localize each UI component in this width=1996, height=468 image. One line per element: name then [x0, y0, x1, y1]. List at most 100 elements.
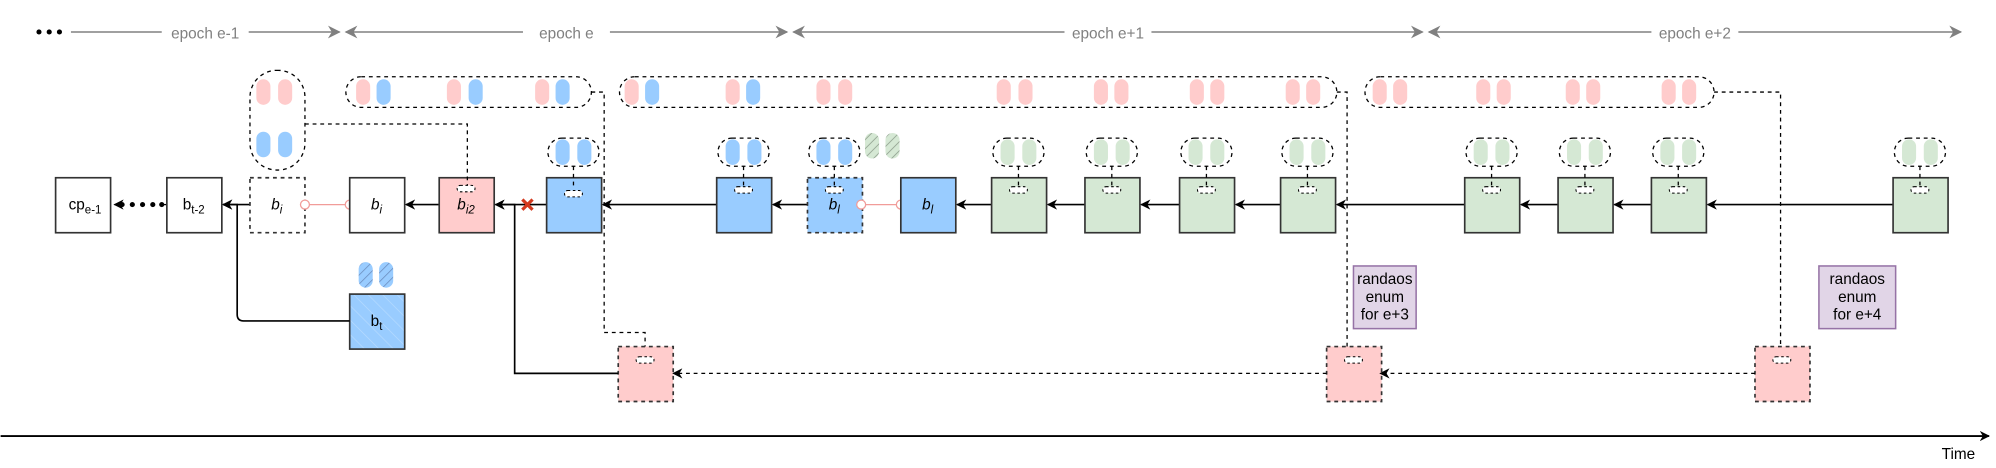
block-label: bl — [829, 197, 841, 217]
attestation-slot — [635, 356, 655, 364]
block-label: bl — [922, 197, 934, 217]
epoch-label: epoch e-1 — [171, 25, 239, 42]
attestation-slot — [1102, 186, 1122, 194]
block-label: bi2 — [457, 197, 475, 217]
block-label: bi — [371, 197, 383, 217]
block-bi — [348, 176, 406, 234]
randao-box-text: randaos — [1830, 271, 1886, 288]
randao-box-text: enum — [1838, 289, 1876, 306]
vote-pill-blue — [555, 79, 570, 105]
randao-box-text: for e+3 — [1361, 307, 1409, 324]
slashing-block — [1754, 345, 1811, 403]
slashing-block — [617, 345, 675, 403]
ellipsis-icon — [46, 29, 52, 35]
block-label-main: b — [183, 197, 192, 214]
block-label-subscript: l — [837, 205, 840, 217]
block-blue — [715, 176, 773, 234]
vote-pill-green — [1588, 139, 1603, 165]
vote-pill-green — [1660, 139, 1675, 165]
vote-pill-green — [1115, 139, 1130, 165]
vote-pill-pink — [1496, 79, 1511, 105]
block-label: cpe-1 — [69, 197, 102, 217]
ellipsis-icon — [119, 202, 125, 208]
vote-pill-green — [1210, 139, 1225, 165]
attestation-slot — [1297, 186, 1317, 194]
attestation-slot — [1196, 186, 1216, 194]
vote-pill-pink — [996, 79, 1011, 105]
attestation-slot — [1344, 356, 1363, 364]
vote-pill-green — [1022, 139, 1037, 165]
vote-pill-pink — [278, 79, 293, 105]
vote-pill-pink — [1093, 79, 1108, 105]
block-bl — [899, 176, 957, 234]
vote-pill-pink — [1661, 79, 1676, 105]
ellipsis-icon — [56, 29, 62, 35]
attestation-slot — [1772, 356, 1792, 364]
vote-pill-pink — [535, 79, 550, 105]
block-blue — [545, 176, 603, 234]
fork-parent-link — [222, 199, 350, 322]
block-green — [1892, 176, 1949, 234]
vote-pill-blue — [278, 131, 293, 158]
vote-pill-pink — [446, 79, 461, 105]
vote-pill-pink — [1114, 79, 1129, 105]
attestation-slot — [1008, 186, 1028, 194]
vote-pill-blue — [577, 139, 592, 165]
epoch-label: epoch e — [539, 25, 594, 42]
epoch-label-bg — [1651, 21, 1739, 43]
block-label-main: b — [371, 197, 380, 214]
vote-pill-pink — [816, 79, 831, 105]
vote-pill-pink — [356, 79, 371, 105]
orphaned-block-bi — [249, 176, 306, 234]
randao-box — [1352, 265, 1417, 330]
vote-pill-green — [1000, 139, 1015, 165]
randao-box-text: for e+4 — [1833, 307, 1882, 324]
vote-pill-blue — [816, 139, 831, 165]
vote-pill-pink — [1476, 79, 1491, 105]
vote-pill-pink — [624, 79, 639, 105]
vote-pill-blue — [555, 139, 570, 165]
epoch-label: epoch e+2 — [1659, 25, 1731, 42]
block-bt-2 — [166, 176, 223, 234]
attestation-link — [1714, 91, 1782, 357]
vote-pill-green — [1093, 139, 1108, 165]
vote-pill-blue — [376, 79, 391, 105]
vote-pill-blue — [746, 79, 761, 105]
slashing-block — [1325, 345, 1383, 403]
vote-pill-green — [1682, 139, 1697, 165]
ellipsis-icon — [150, 202, 156, 208]
vote-pill-pink — [1189, 79, 1204, 105]
randao-box-text: enum — [1366, 289, 1404, 306]
attestation-slot — [1668, 186, 1688, 194]
block-green — [1178, 176, 1236, 234]
checkpoint-block — [54, 176, 112, 234]
block-label-subscript: t-2 — [191, 205, 204, 217]
vote-pill-pink — [725, 79, 740, 105]
vote-pill-pink — [1393, 79, 1408, 105]
block-label: bt — [371, 313, 384, 333]
randao-box — [1818, 265, 1897, 330]
block-label-subscript: t — [379, 321, 383, 333]
epoch-label-bg — [161, 21, 249, 43]
withheld-vote-pill — [358, 262, 373, 288]
attestation-link — [1336, 91, 1348, 357]
vote-pill-green — [1473, 139, 1488, 165]
withheld-vote-pill — [379, 262, 394, 288]
vote-pill-blue — [468, 79, 483, 105]
vote-pill-pink — [256, 79, 271, 105]
equivocation-endpoint — [299, 199, 311, 210]
block-label-main: cp — [69, 197, 85, 214]
vote-pill-pink — [1285, 79, 1300, 105]
vote-pill-blue — [747, 139, 762, 165]
block-label-subscript: i2 — [466, 205, 476, 217]
block-label-main: b — [271, 197, 280, 214]
attestation-group — [1364, 76, 1715, 109]
equivocation-endpoint — [856, 199, 867, 210]
vote-pill-green — [1567, 139, 1582, 165]
block-label-main: b — [371, 313, 380, 330]
vote-pill-pink — [1372, 79, 1387, 105]
attestation-link — [304, 123, 468, 186]
vote-pill-green — [1923, 139, 1938, 165]
ellipsis-icon — [36, 29, 42, 35]
withheld-vote-pill — [865, 132, 880, 159]
